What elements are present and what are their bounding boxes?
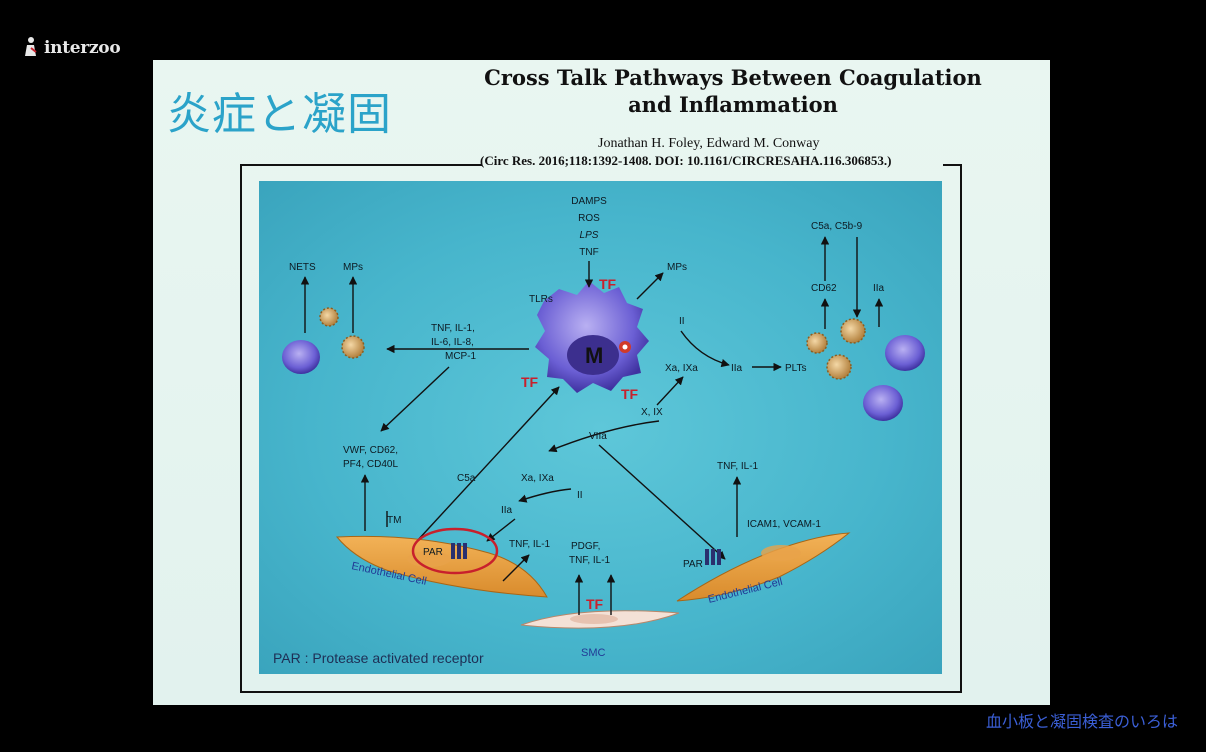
endothelial-to-macrophage-arrow	[416, 386, 560, 542]
logo-text: interzoo	[44, 38, 121, 58]
tnf-il1-left-arrow	[502, 554, 530, 582]
cytokines-line1: TNF, IL-1,	[431, 323, 475, 334]
par-receptor-right	[705, 549, 721, 565]
tf-label-left: TF	[521, 374, 539, 390]
iia-right-label: IIa	[873, 283, 885, 294]
paper-title-line2: and Inflammation	[628, 92, 838, 117]
platelet-left-2	[341, 335, 365, 359]
neutrophil-cell-right-1	[885, 335, 925, 371]
pdgf-line1: PDGF,	[571, 541, 600, 552]
cd62-label: CD62	[811, 283, 837, 294]
interzoo-logo: interzoo	[22, 36, 121, 60]
frame-top-left	[240, 164, 482, 166]
vwf-line2: PF4, CD40L	[343, 459, 398, 470]
pdgf-line2: TNF, IL-1	[569, 555, 611, 566]
paper-citation: (Circ Res. 2016;118:1392-1408. DOI: 10.1…	[480, 153, 892, 168]
par-left-label: PAR	[423, 547, 443, 558]
tnf-il1-right-label: TNF, IL-1	[717, 461, 759, 472]
tf-label-top: TF	[599, 276, 617, 292]
frame-top-right	[943, 164, 960, 166]
pathway-diagram: M DAMPS ROS LPS TNF TLRs TF TF TF MPs NE…	[273, 196, 925, 666]
x-ix-label: X, IX	[641, 407, 663, 418]
mps-left-label: MPs	[343, 262, 363, 273]
par-receptor-left	[451, 543, 467, 559]
platelet-right-2	[840, 318, 866, 344]
x-ix-up-arrow	[656, 376, 684, 406]
stimulus-tnf: TNF	[579, 247, 598, 258]
mps-arrow-top	[636, 272, 664, 300]
macrophage-cell	[535, 281, 649, 393]
tm-label: TM	[387, 515, 401, 526]
nets-label: NETS	[289, 262, 316, 273]
neutrophil-cell-left	[282, 340, 320, 374]
stimulus-ros: ROS	[578, 213, 600, 224]
pathway-figure: M DAMPS ROS LPS TNF TLRs TF TF TF MPs NE…	[259, 181, 942, 674]
cytokines-line3: MCP-1	[445, 351, 477, 362]
cytokines-line2: IL-6, IL-8,	[431, 337, 474, 348]
platelet-right-1	[806, 332, 828, 354]
ii-top-label: II	[679, 316, 685, 327]
iia-mid-label: IIa	[501, 505, 513, 516]
paper-title-line1: Cross Talk Pathways Between Coagulation	[484, 65, 982, 90]
xa-ixa-top-label: Xa, IXa	[665, 363, 698, 374]
c5a-label: C5a	[457, 473, 476, 484]
tf-label-right: TF	[621, 386, 639, 402]
microscope-icon	[25, 37, 37, 56]
par-highlight-circle	[411, 527, 499, 575]
tnf-il1-left-label: TNF, IL-1	[509, 539, 551, 550]
xa-ixa-mid-label: Xa, IXa	[521, 473, 554, 484]
tlrs-label: TLRs	[529, 294, 553, 305]
icam-label: ICAM1, VCAM-1	[747, 519, 821, 530]
neutrophil-cell-right-2	[863, 385, 903, 421]
ii-mid-label: II	[577, 490, 583, 501]
bottom-caption: 血小板と凝固検査のいろは	[985, 712, 1178, 731]
paper-authors: Jonathan H. Foley, Edward M. Conway	[598, 136, 820, 151]
viia-to-endothelial-arrow	[598, 444, 726, 560]
ii-to-iia-arrow	[680, 330, 730, 368]
slide: 炎症と凝固 Cross Talk Pathways Between Coagul…	[153, 60, 1050, 705]
endothelial-cell-left	[335, 535, 548, 598]
plts-label: PLTs	[785, 363, 807, 374]
tf-label-smc: TF	[586, 596, 604, 612]
platelet-right-3	[826, 354, 852, 380]
slide-japanese-title: 炎症と凝固	[167, 89, 392, 140]
ii-to-iia-mid-arrow	[518, 488, 572, 503]
smc-label: SMC	[581, 647, 606, 659]
figure-frame	[240, 164, 962, 693]
vwf-line1: VWF, CD62,	[343, 445, 398, 456]
iia-top-label: IIa	[731, 363, 743, 374]
par-right-label: PAR	[683, 559, 703, 570]
iia-to-par-arrow	[486, 518, 516, 542]
cytokine-to-vwf-arrow	[380, 366, 450, 432]
c5a-c5b9-label: C5a, C5b-9	[811, 221, 863, 232]
stimulus-lps: LPS	[580, 230, 599, 241]
endothelial-cell-right	[676, 532, 851, 602]
mps-label-top: MPs	[667, 262, 687, 273]
platelet-left-1	[319, 307, 339, 327]
viia-label: VIIa	[589, 431, 607, 442]
par-legend: PAR : Protease activated receptor	[273, 650, 484, 666]
stimulus-damps: DAMPS	[571, 196, 607, 207]
macrophage-label: M	[585, 343, 603, 368]
paper-title: Cross Talk Pathways Between Coagulation …	[453, 64, 1013, 118]
viia-curve-arrow	[548, 420, 660, 453]
